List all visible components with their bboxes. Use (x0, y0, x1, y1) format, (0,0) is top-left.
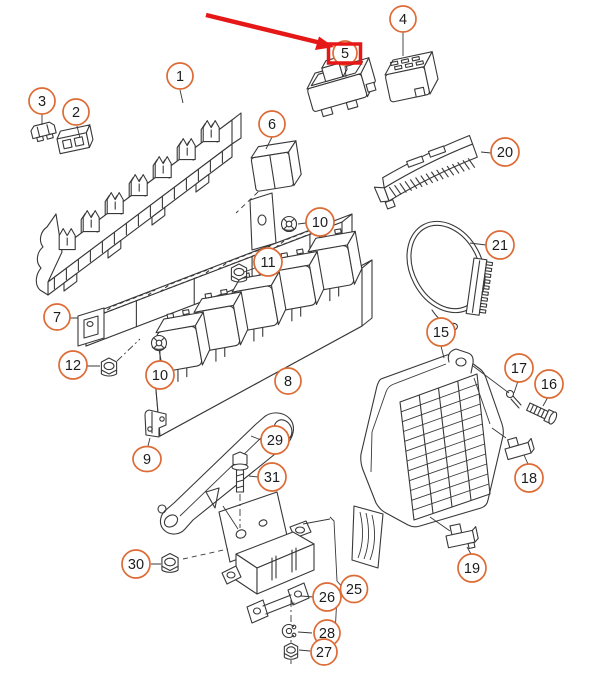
callout-31[interactable]: 31 (257, 462, 287, 492)
svg-text:29: 29 (267, 433, 283, 449)
callout-12[interactable]: 12 (58, 350, 88, 380)
relay-cube (193, 288, 249, 352)
svg-text:2: 2 (72, 105, 80, 121)
svg-text:10: 10 (152, 368, 168, 384)
callout-9[interactable]: 9 (132, 445, 162, 473)
svg-text:17: 17 (511, 361, 527, 377)
pin-part17 (505, 389, 522, 409)
pointer-arrow-icon (205, 12, 334, 50)
svg-text:30: 30 (128, 557, 144, 573)
svg-text:28: 28 (319, 626, 335, 642)
callout-4[interactable]: 4 (389, 5, 417, 33)
callout-17[interactable]: 17 (504, 353, 534, 383)
svg-text:6: 6 (268, 117, 276, 133)
cube-part6 (250, 140, 302, 192)
svg-text:7: 7 (53, 310, 61, 326)
callout-8[interactable]: 8 (274, 367, 302, 395)
svg-text:4: 4 (399, 12, 407, 28)
svg-text:26: 26 (319, 590, 335, 606)
svg-text:18: 18 (521, 471, 537, 487)
callout-7[interactable]: 7 (43, 303, 71, 331)
svg-text:27: 27 (316, 645, 332, 661)
svg-text:19: 19 (464, 561, 480, 577)
stud-tab (249, 192, 277, 251)
callout-19[interactable]: 19 (457, 553, 487, 583)
callout-11[interactable]: 11 (253, 247, 283, 277)
nuts (100, 263, 299, 660)
clip-part18 (504, 436, 535, 461)
callout-21[interactable]: 21 (485, 230, 515, 260)
svg-text:11: 11 (260, 255, 275, 271)
clip-part19 (445, 523, 479, 550)
control-unit-box (221, 520, 315, 595)
callout-1[interactable]: 1 (166, 62, 194, 90)
relay-cube (155, 309, 211, 372)
callout-16[interactable]: 16 (534, 369, 564, 399)
callout-18[interactable]: 18 (514, 463, 544, 493)
leader-lines (41, 32, 549, 652)
fuse-strip-part26 (246, 582, 310, 624)
spring-washer-part28 (281, 624, 297, 638)
callout-10-upper[interactable]: 10 (305, 207, 335, 237)
svg-text:9: 9 (143, 452, 151, 468)
callout-10-lower[interactable]: 10 (145, 360, 175, 390)
svg-text:12: 12 (65, 358, 81, 374)
fuse-part3 (30, 121, 57, 143)
bracket-part9 (144, 409, 167, 438)
svg-text:5: 5 (341, 46, 349, 62)
svg-text:20: 20 (497, 145, 513, 161)
callout-15[interactable]: 15 (426, 317, 456, 347)
callout-20[interactable]: 20 (490, 137, 520, 167)
cable-part21 (406, 220, 494, 332)
callout-5-highlighted[interactable]: 5 (326, 40, 363, 66)
callout-29[interactable]: 29 (260, 425, 290, 455)
relay-part4 (384, 51, 439, 103)
svg-text:8: 8 (284, 374, 292, 390)
housing-flap (351, 505, 384, 569)
callout-27[interactable]: 27 (310, 638, 338, 666)
callout-30[interactable]: 30 (121, 549, 151, 579)
callout-3[interactable]: 3 (28, 87, 56, 115)
housing-part15 (351, 348, 504, 569)
svg-text:16: 16 (541, 377, 557, 393)
fuse-box-drawing (35, 112, 242, 296)
push-on-clips (150, 215, 298, 352)
centre-lines (116, 191, 259, 560)
relay-socket-part5 (306, 55, 377, 118)
callout-2[interactable]: 2 (62, 98, 90, 126)
svg-text:10: 10 (312, 215, 328, 231)
callout-layer: 1 2 3 4 6 7 8 9 10 10 11 12 15 16 17 18 … (28, 5, 564, 666)
callout-26[interactable]: 26 (312, 582, 342, 612)
hinge-tab (447, 348, 474, 374)
bolt-part16 (526, 402, 558, 425)
bus-bar-part20 (373, 134, 478, 210)
bolt-part31 (231, 451, 249, 493)
callout-6[interactable]: 6 (258, 110, 286, 138)
fuse-holder-part2 (56, 124, 94, 155)
svg-text:3: 3 (38, 94, 46, 110)
svg-text:31: 31 (264, 470, 280, 486)
highlight-rectangle (326, 42, 363, 65)
svg-text:15: 15 (433, 325, 449, 341)
svg-text:21: 21 (492, 238, 508, 254)
svg-text:1: 1 (176, 69, 184, 85)
callout-25[interactable]: 25 (339, 574, 369, 604)
svg-text:25: 25 (346, 582, 362, 598)
